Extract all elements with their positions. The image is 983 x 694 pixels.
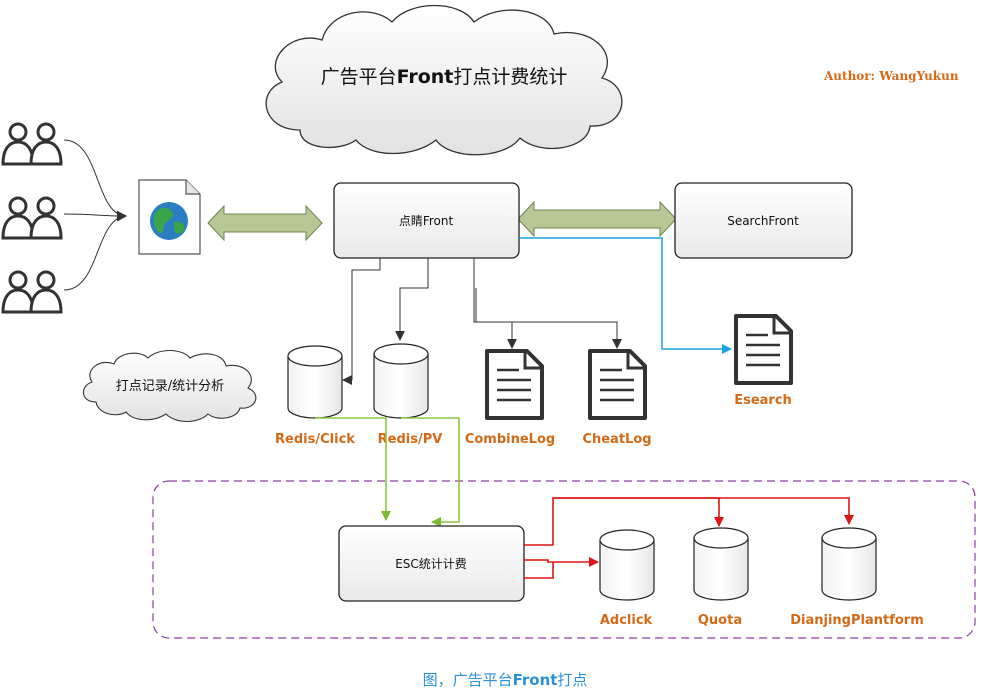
adclick-label: Adclick [600, 613, 653, 628]
redis-pv-label: Redis/PV [378, 432, 443, 447]
combinelog-doc-icon [485, 349, 544, 420]
esearch-label: Esearch [734, 393, 792, 408]
dianjing-platform-cylinder [821, 527, 877, 601]
redis-to-esc-connectors [315, 417, 460, 527]
redis-pv-cylinder [373, 343, 429, 419]
double-arrow-front-search [517, 200, 677, 238]
note-cloud [82, 349, 257, 423]
note-cloud-text: 打点记录/统计分析 [116, 379, 224, 394]
web-page-icon [138, 179, 201, 255]
search-front-box[interactable] [674, 182, 853, 259]
cheatlog-label: CheatLog [582, 432, 651, 447]
dianjing-front-box[interactable] [333, 182, 520, 259]
billing-group-border [152, 480, 976, 639]
author-label: Author: WangYukun [823, 69, 959, 83]
quota-label: Quota [698, 613, 742, 628]
esearch-doc-icon [734, 314, 793, 385]
dianjing-platform-label: DianjingPlantform [790, 613, 924, 628]
cheatlog-doc-icon [588, 349, 647, 420]
adclick-cylinder [599, 529, 655, 601]
figure-caption: 图，广告平台Front打点 [423, 671, 588, 689]
diagram-title: 广告平台Front打点计费统计 [321, 66, 568, 88]
quota-cylinder [693, 527, 749, 601]
users-icon [1, 122, 63, 314]
esc-billing-label: ESC统计计费 [395, 557, 467, 571]
redis-click-cylinder [287, 345, 343, 419]
dianjing-front-label: 点睛Front [399, 214, 454, 228]
redis-click-label: Redis/Click [275, 432, 355, 447]
esc-output-connectors [524, 497, 854, 579]
title-cloud [265, 4, 623, 156]
front-output-connectors [342, 258, 622, 385]
user-request-curves [63, 139, 127, 291]
combinelog-label: CombineLog [465, 432, 555, 447]
double-arrow-page-front [207, 204, 323, 242]
esc-billing-box[interactable] [338, 525, 525, 602]
front-to-esearch-connector [519, 237, 732, 354]
search-front-label: SearchFront [727, 214, 799, 228]
